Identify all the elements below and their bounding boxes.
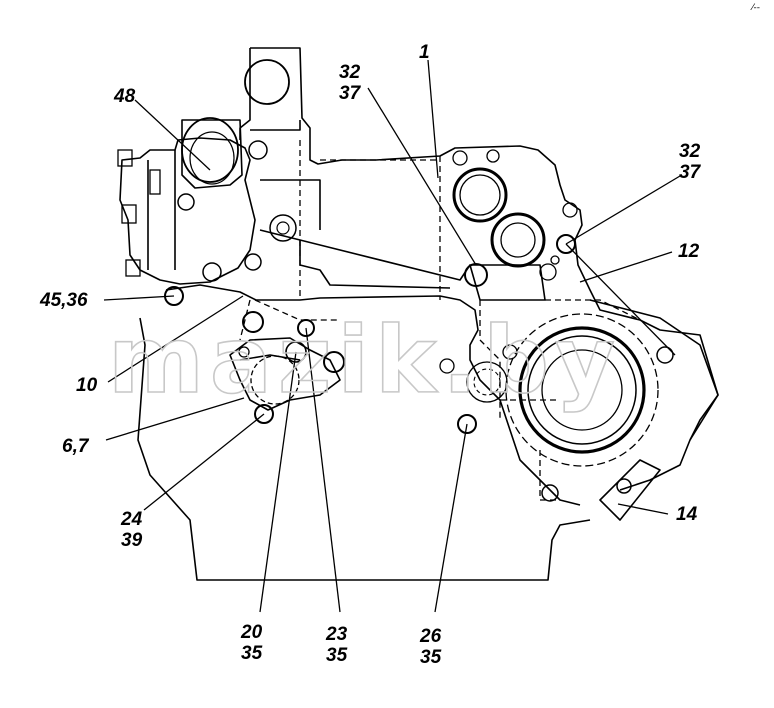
callout-12: 12 (678, 241, 700, 262)
outlet-neck (181, 119, 243, 189)
leader-32a (367, 87, 477, 266)
port-ring-upper (452, 167, 508, 223)
leader-67 (105, 397, 245, 441)
bracket-edge (589, 299, 719, 441)
engine-block-outline (137, 317, 591, 581)
callout-32-37-right-b: 37 (679, 162, 702, 183)
leader-23 (305, 327, 341, 613)
callout-23-35-b: 35 (326, 645, 348, 666)
callout-32-37-upper-b: 37 (339, 83, 362, 104)
callout-14: 14 (676, 504, 698, 525)
callout-26-35-b: 35 (420, 647, 442, 668)
callout-24-39-b: 39 (121, 530, 143, 551)
leader-26 (434, 423, 468, 613)
bolts-left (117, 149, 161, 277)
leader-45 (103, 295, 175, 301)
leader-10 (107, 295, 244, 383)
leader-14 (617, 503, 669, 515)
outlet-port (181, 117, 239, 183)
corner-mark: ⁄-- (750, 3, 760, 13)
callout-6-7: 6,7 (62, 436, 90, 457)
callout-26-35-a: 26 (419, 626, 442, 647)
leader-lines (103, 59, 681, 613)
callout-20-35-a: 20 (240, 622, 263, 643)
callout-20-35-b: 35 (241, 643, 263, 664)
callout-45-36: 45,36 (39, 290, 88, 311)
housing-ribs (147, 150, 176, 270)
leader-20 (259, 351, 297, 613)
callout-1: 1 (419, 42, 430, 63)
leader-32b (565, 175, 681, 245)
callout-labels: 1 48 32 37 32 37 12 45,36 10 6,7 24 39 2… (39, 42, 702, 668)
watermark: mazik.by (108, 307, 621, 414)
tab-14 (599, 459, 661, 521)
callout-32-37-upper-a: 32 (339, 62, 361, 83)
callout-10: 10 (76, 375, 98, 396)
crank-seal-ring (518, 326, 646, 454)
callout-32-37-right-a: 32 (679, 141, 701, 162)
circles (164, 59, 674, 502)
lifting-eye-hole (244, 59, 290, 105)
water-pump-body (229, 337, 341, 411)
boss-pad (469, 264, 546, 301)
leader-12 (579, 251, 673, 283)
leader-1 (427, 59, 439, 179)
callout-23-35-a: 23 (325, 624, 348, 645)
leader-48 (134, 99, 211, 171)
callout-24-39-a: 24 (120, 509, 143, 530)
callout-48: 48 (113, 86, 136, 107)
leader-24 (143, 413, 265, 511)
port-ring-lower (490, 212, 546, 268)
